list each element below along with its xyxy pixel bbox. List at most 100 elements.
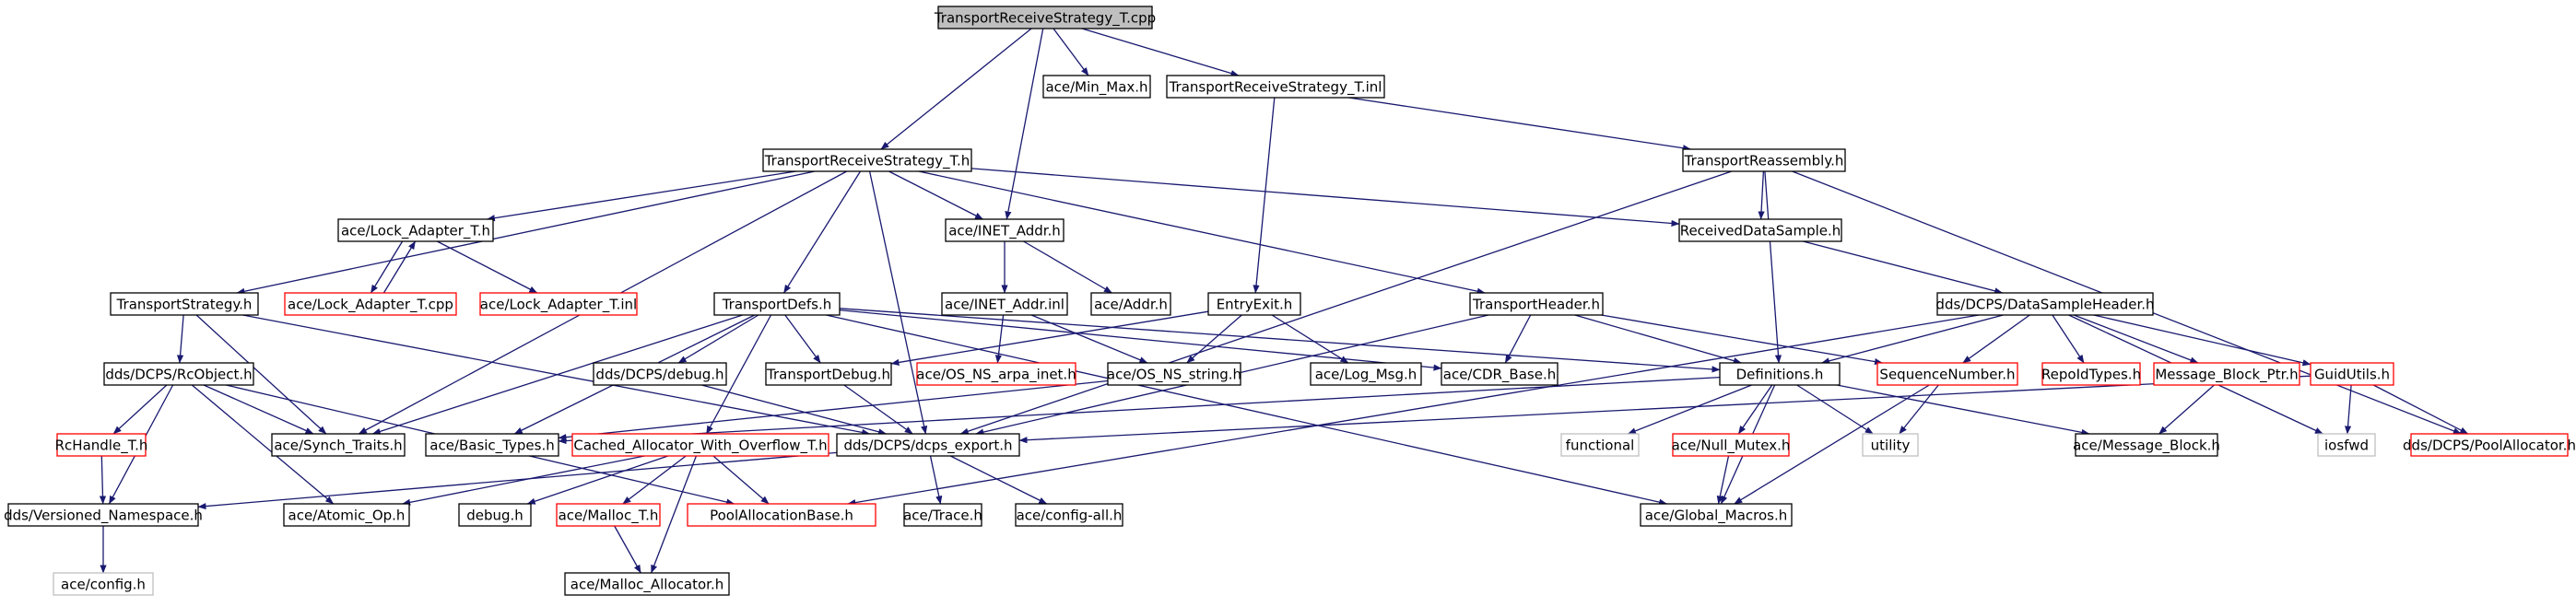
node-minmax[interactable]: ace/Min_Max.h <box>1042 75 1151 99</box>
edge-rds-to-dsh <box>1803 240 2004 295</box>
node-tdefs[interactable]: TransportDefs.h <box>713 292 841 316</box>
node-export[interactable]: dds/DCPS/dcps_export.h <box>836 433 1020 457</box>
node-box <box>7 503 199 527</box>
node-box <box>1862 433 1919 457</box>
edge <box>1348 97 1691 152</box>
node-trs_h[interactable]: TransportReceiveStrategy_T.h <box>762 148 972 172</box>
edge-entry-to-osstr <box>1186 314 1242 364</box>
edge <box>2372 384 2469 435</box>
node-lock_h[interactable]: ace/Lock_Adapter_T.h <box>337 218 494 242</box>
node-box <box>1672 433 1790 457</box>
node-ddsdebug[interactable]: dds/DCPS/debug.h <box>593 362 727 386</box>
node-repoid[interactable]: RepoIdTypes.h <box>2041 362 2141 386</box>
edge <box>843 384 913 435</box>
edge <box>1253 97 1276 294</box>
node-mbptr[interactable]: Message_Block_Ptr.h <box>2153 362 2300 386</box>
edge <box>2093 314 2311 367</box>
node-tdebug[interactable]: TransportDebug.h <box>765 362 892 386</box>
node-box <box>1678 218 1842 242</box>
node-trs_inl[interactable]: TransportReceiveStrategy_T.inl <box>1166 75 1385 99</box>
node-synch[interactable]: ace/Synch_Traits.h <box>271 433 406 457</box>
node-basic[interactable]: ace/Basic_Types.h <box>425 433 559 457</box>
node-label: ace/Atomic_Op.h <box>288 508 406 525</box>
node-seqnum[interactable]: SequenceNumber.h <box>1876 362 2018 386</box>
node-osstr[interactable]: ace/OS_NS_string.h <box>1107 362 1241 386</box>
node-guid[interactable]: GuidUtils.h <box>2310 362 2394 386</box>
edge <box>839 308 1721 373</box>
node-label: TransportDebug.h <box>766 367 890 383</box>
edge-tdebug-to-export <box>843 384 913 435</box>
node-arpa[interactable]: ace/OS_NS_arpa_inet.h <box>916 362 1076 386</box>
node-rds[interactable]: ReceivedDataSample.h <box>1678 218 1842 242</box>
edge-guid-to-iosfwd <box>2344 384 2352 435</box>
node-dsh[interactable]: dds/DCPS/DataSampleHeader.h <box>1935 292 2155 316</box>
edge-osstr-to-basic <box>558 379 1109 441</box>
node-label: ace/CDR_Base.h <box>1443 367 1556 384</box>
node-root[interactable]: TransportReceiveStrategy_T.cpp <box>934 6 1156 29</box>
node-lock_inl[interactable]: ace/Lock_Adapter_T.inl <box>479 292 638 316</box>
edge <box>784 314 821 364</box>
node-rcobj[interactable]: dds/DCPS/RcObject.h <box>103 362 254 386</box>
node-box <box>941 292 1068 316</box>
node-trace[interactable]: ace/Trace.h <box>903 503 982 527</box>
edge <box>1962 314 2030 364</box>
node-label: ReceivedDataSample.h <box>1680 223 1841 239</box>
edge-lock_cpp-to-lock_h <box>382 240 417 294</box>
edge <box>888 170 983 220</box>
node-label: TransportReceiveStrategy_T.h <box>764 153 970 170</box>
node-label: dds/DCPS/debug.h <box>595 367 723 383</box>
node-msgblock[interactable]: ace/Message_Block.h <box>2073 433 2220 457</box>
node-poolbase[interactable]: PoolAllocationBase.h <box>687 503 876 527</box>
node-label: Message_Block_Ptr.h <box>2155 367 2298 384</box>
node-entry[interactable]: EntryExit.h <box>1207 292 1301 316</box>
edge <box>1053 28 1089 76</box>
node-atomic[interactable]: ace/Atomic_Op.h <box>283 503 410 527</box>
node-box <box>1090 292 1171 316</box>
node-label: Cached_Allocator_With_Overflow_T.h <box>573 438 827 455</box>
node-box <box>2153 362 2300 386</box>
node-versioned[interactable]: dds/Versioned_Namespace.h <box>4 503 203 527</box>
node-poolalloc[interactable]: dds/DCPS/PoolAllocator.h <box>2403 433 2576 457</box>
edge-tdefs-to-globalmacros <box>826 314 1668 506</box>
edge <box>1504 314 1532 364</box>
node-addr[interactable]: ace/Addr.h <box>1090 292 1171 316</box>
edge-dsh-to-defs <box>1821 314 2004 365</box>
edge-trs_h-to-inet_h <box>888 170 983 220</box>
node-inet_inl[interactable]: ace/INET_Addr.inl <box>941 292 1068 316</box>
node-tstrat[interactable]: TransportStrategy.h <box>110 292 259 316</box>
node-box <box>1207 292 1301 316</box>
node-inet_h[interactable]: ace/INET_Addr.h <box>945 218 1065 242</box>
node-cached[interactable]: Cached_Allocator_With_Overflow_T.h <box>571 433 829 457</box>
node-label: TransportReceiveStrategy_T.cpp <box>934 10 1156 28</box>
node-thdr[interactable]: TransportHeader.h <box>1469 292 1604 316</box>
edge-trs_h-to-export <box>868 170 928 435</box>
node-nullmutex[interactable]: ace/Null_Mutex.h <box>1672 433 1791 457</box>
node-cdr[interactable]: ace/CDR_Base.h <box>1441 362 1559 386</box>
edge-entry-to-tdebug <box>890 310 1209 366</box>
node-box <box>564 572 730 596</box>
node-configall[interactable]: ace/config-all.h <box>1015 503 1123 527</box>
edge <box>918 170 1486 295</box>
node-box <box>53 572 154 596</box>
node-label: dds/Versioned_Namespace.h <box>4 508 203 525</box>
edge-defs-to-utility <box>1796 384 1874 435</box>
edge-treass-to-defs <box>1764 170 1782 364</box>
node-debugh[interactable]: debug.h <box>458 503 532 527</box>
node-defs[interactable]: Definitions.h <box>1719 362 1841 386</box>
node-lock_cpp[interactable]: ace/Lock_Adapter_T.cpp <box>284 292 457 316</box>
node-label: functional <box>1566 438 1635 454</box>
node-box <box>1107 362 1241 386</box>
node-treass[interactable]: TransportReassembly.h <box>1682 148 1846 172</box>
node-malloc_t[interactable]: ace/Malloc_T.h <box>556 503 661 527</box>
edge <box>2158 384 2215 435</box>
node-malloc_alloc[interactable]: ace/Malloc_Allocator.h <box>564 572 730 596</box>
node-rchandle[interactable]: RcHandle_T.h <box>55 433 148 457</box>
edge <box>1030 314 1148 364</box>
node-logmsg[interactable]: ace/Log_Msg.h <box>1310 362 1422 386</box>
edge <box>526 455 669 505</box>
node-box <box>458 503 532 527</box>
node-globalmacros[interactable]: ace/Global_Macros.h <box>1640 503 1793 527</box>
edge-entry-to-logmsg <box>1271 314 1349 364</box>
edge-guid-to-poolalloc <box>2372 384 2469 435</box>
node-label: TransportStrategy.h <box>116 297 253 313</box>
